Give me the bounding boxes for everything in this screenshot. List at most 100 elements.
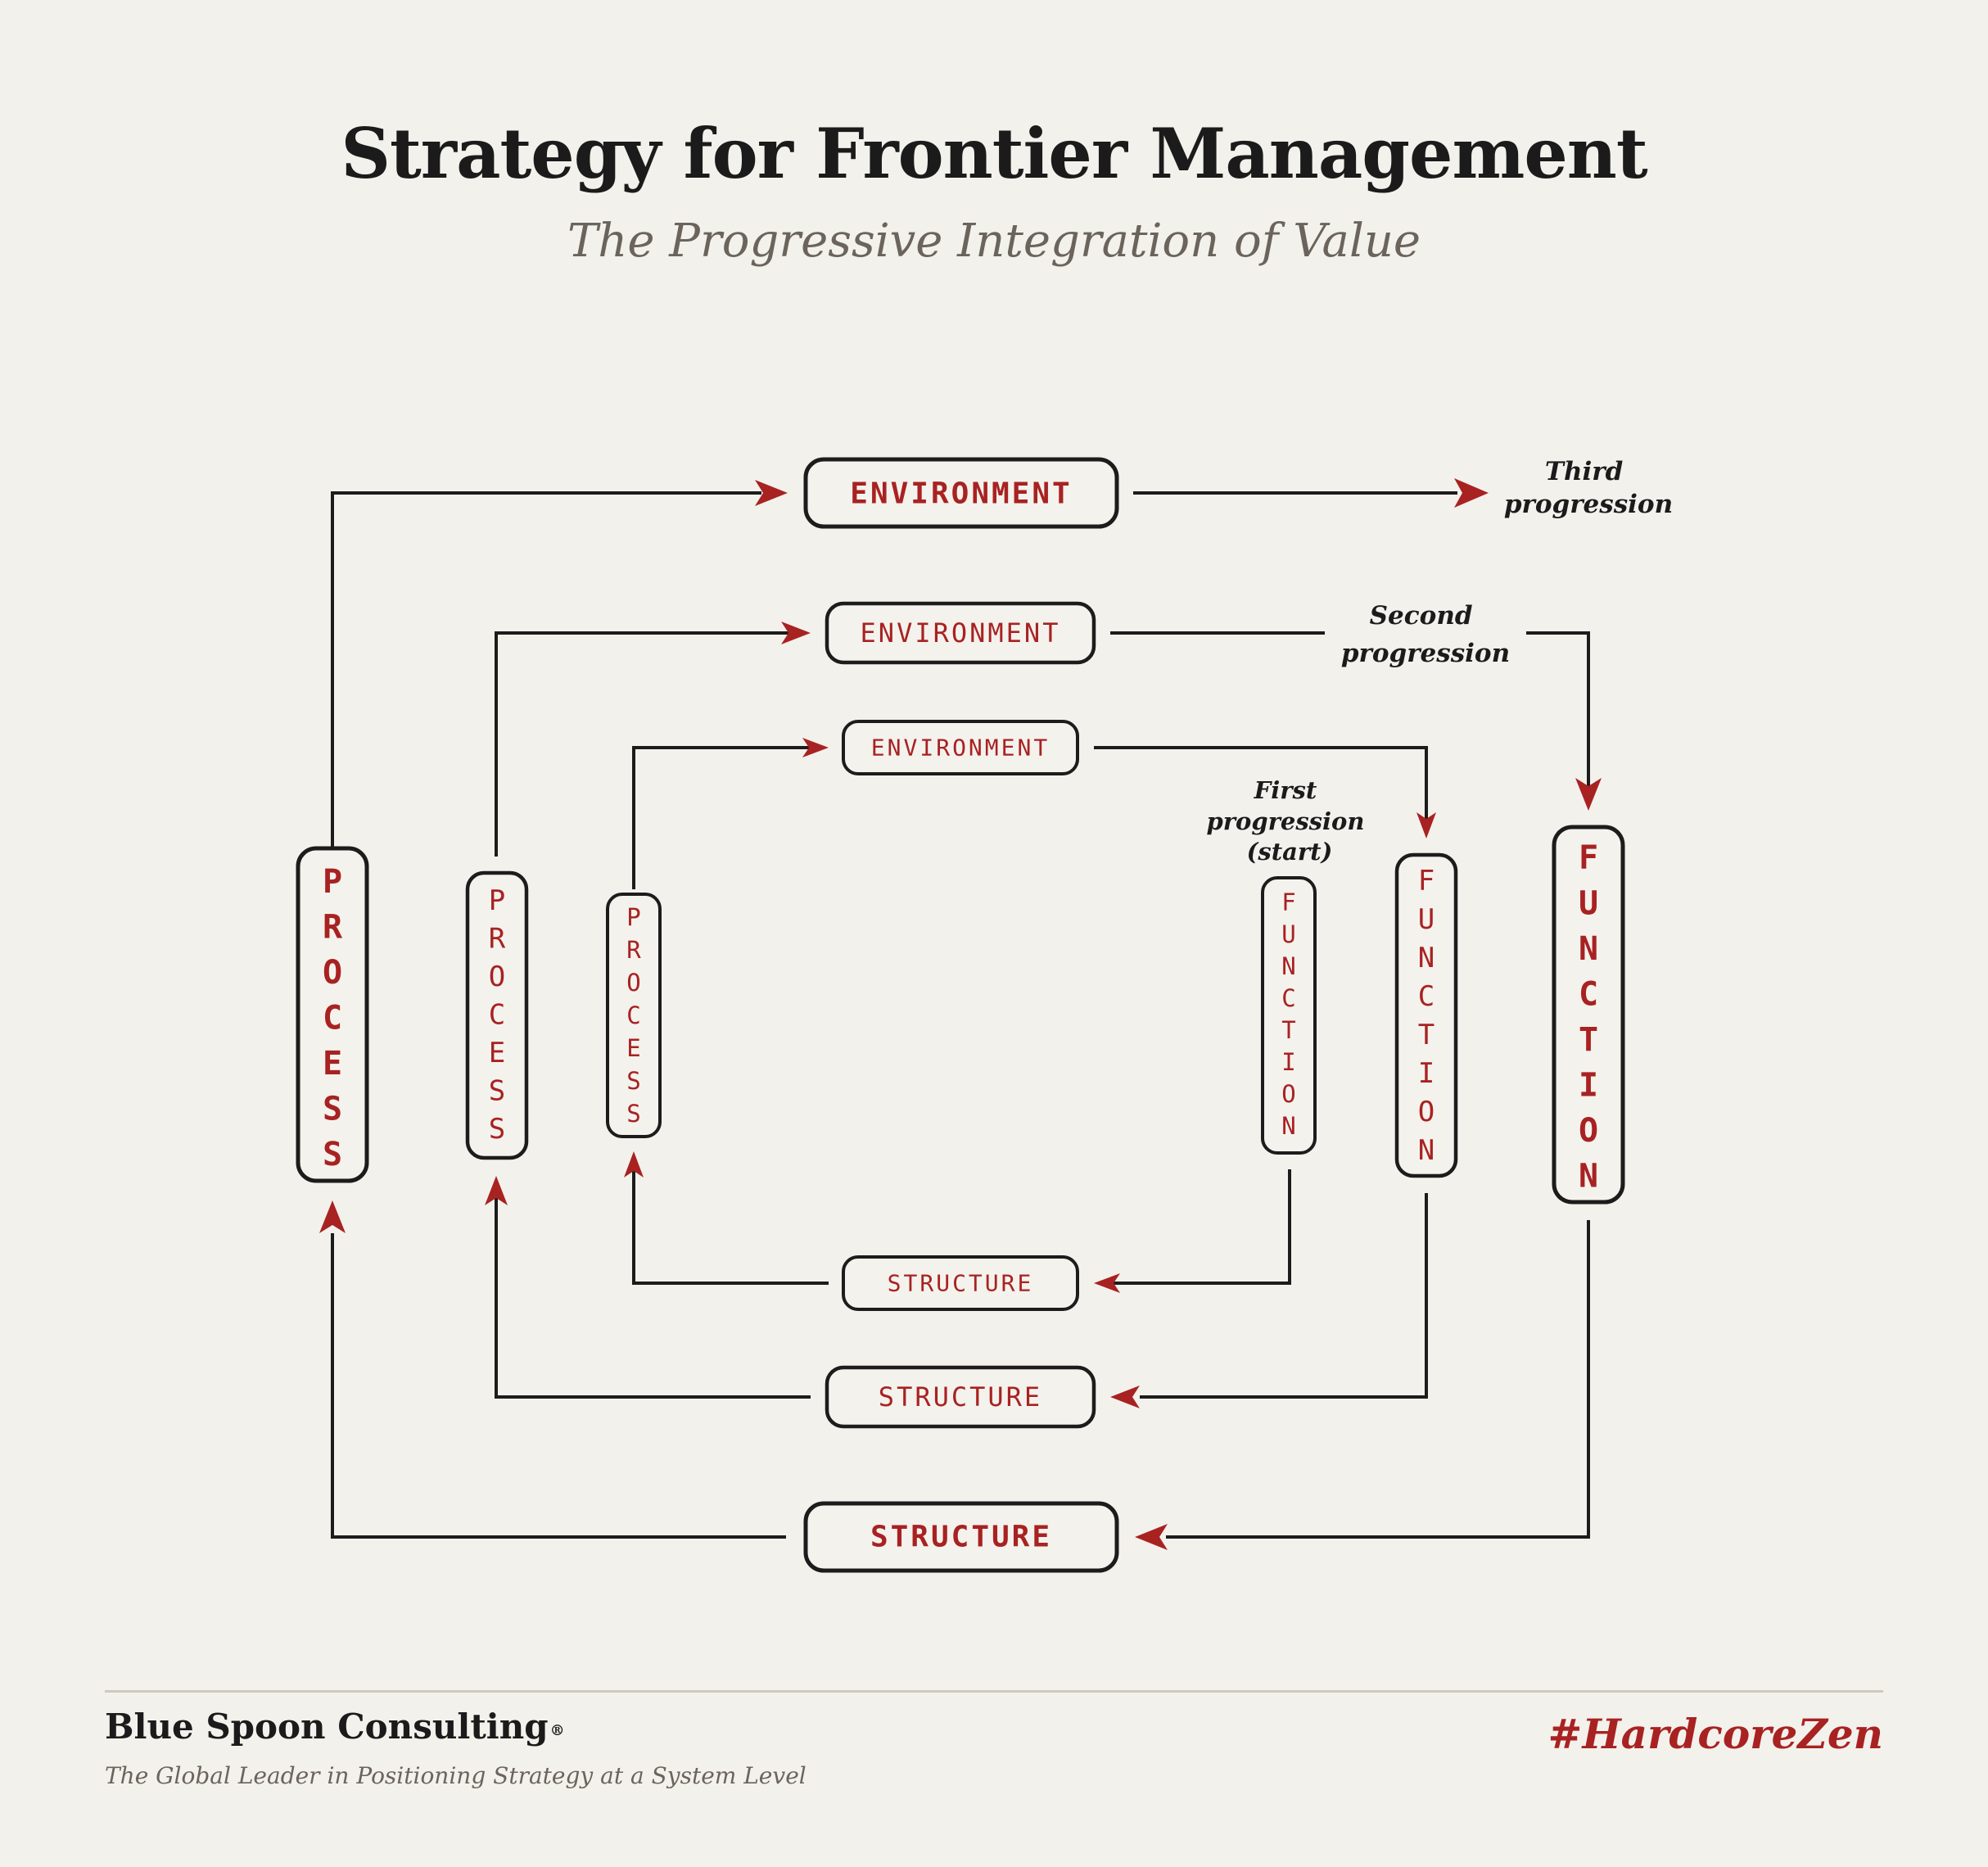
connector-inner-environment-function: [1094, 746, 1428, 820]
label-letter: C: [323, 1000, 342, 1037]
connector-middle-annotation-function: [1526, 631, 1590, 786]
brand-name: Blue Spoon Consulting®: [105, 1707, 565, 1747]
connector-middle-structure-process: [495, 1184, 811, 1399]
label-letter: F: [1579, 839, 1598, 877]
label-letter: U: [1281, 920, 1295, 948]
arrow-left-icon: [1135, 1524, 1168, 1550]
label-letter: I: [1579, 1067, 1598, 1105]
environment-box-outer: ENVIRONMENT: [803, 457, 1119, 529]
label-letter: I: [1281, 1048, 1295, 1076]
label-letter: S: [626, 1100, 640, 1128]
label-letter: F: [1418, 865, 1435, 897]
arrow-right-icon: [802, 738, 829, 757]
label-letter: R: [489, 923, 506, 956]
annotation-line: Third: [1545, 457, 1623, 486]
label-letter: R: [626, 936, 641, 964]
registered-mark: ®: [549, 1722, 565, 1739]
label-letter: C: [1418, 980, 1435, 1013]
footer-divider: [105, 1690, 1883, 1693]
connector-middle-process-environment: [495, 631, 802, 857]
page-title: Strategy for Frontier Management: [341, 113, 1647, 194]
arrow-down-icon: [1416, 812, 1436, 839]
label-letter: P: [323, 863, 342, 901]
annotation-line: (start): [1247, 838, 1333, 866]
arrow-up-icon: [485, 1176, 508, 1205]
connector-outer-function-structure: [1166, 1220, 1590, 1539]
annotation-line: First: [1254, 776, 1317, 804]
environment-label: ENVIRONMENT: [861, 617, 1061, 649]
label-letter: C: [1281, 984, 1295, 1012]
arrow-up-icon: [319, 1200, 346, 1233]
connector-inner-structure-process: [632, 1163, 829, 1285]
label-letter: S: [626, 1067, 640, 1095]
label-letter: O: [1418, 1096, 1435, 1128]
arrow-left-icon: [1094, 1273, 1120, 1293]
arrow-right-icon: [781, 622, 811, 644]
hashtag: #HardcoreZen: [1547, 1710, 1883, 1758]
structure-label: STRUCTURE: [879, 1381, 1042, 1413]
arrow-left-icon: [1110, 1386, 1140, 1408]
environment-label: ENVIRONMENT: [871, 735, 1050, 762]
page-subtitle: The Progressive Integration of Value: [567, 215, 1421, 268]
label-letter: S: [489, 1075, 505, 1108]
arrow-right-icon: [755, 480, 788, 506]
label-letter: E: [626, 1034, 640, 1062]
label-letter: N: [1579, 1158, 1598, 1196]
label-letter: N: [1418, 942, 1435, 974]
annotation-line: Second: [1370, 601, 1473, 631]
connector-inner-process-environment: [632, 746, 824, 889]
connector-middle-function-structure: [1140, 1193, 1428, 1399]
label-letter: T: [1579, 1021, 1598, 1059]
second-progression-annotation: Second progression: [1341, 601, 1510, 668]
arrow-up-icon: [624, 1151, 644, 1178]
structure-label: STRUCTURE: [870, 1521, 1052, 1554]
label-letter: C: [1579, 976, 1598, 1014]
label-letter: O: [489, 961, 505, 993]
label-letter: P: [626, 903, 640, 931]
annotation-line: progression: [1341, 639, 1510, 668]
label-letter: P: [489, 884, 505, 917]
label-letter: E: [489, 1037, 505, 1069]
label-letter: S: [489, 1113, 505, 1146]
arrow-down-icon: [1575, 778, 1602, 811]
structure-label: STRUCTURE: [888, 1270, 1034, 1297]
label-letter: N: [1418, 1134, 1435, 1167]
first-progression-annotation: First progression (start): [1206, 776, 1372, 866]
environment-box-middle: ENVIRONMENT: [825, 601, 1096, 665]
arrow-right-icon: [1454, 478, 1489, 508]
structure-box-outer: STRUCTURE: [803, 1501, 1119, 1573]
label-letter: U: [1579, 885, 1598, 923]
label-letter: O: [626, 969, 640, 997]
label-letter: N: [1281, 1112, 1295, 1140]
label-letter: O: [323, 954, 342, 992]
label-letter: F: [1281, 888, 1295, 916]
label-letter: N: [1281, 952, 1295, 980]
label-letter: S: [323, 1136, 342, 1173]
label-letter: R: [323, 909, 343, 947]
label-letter: O: [1579, 1112, 1598, 1150]
annotation-line: progression: [1206, 807, 1364, 835]
label-letter: T: [1418, 1019, 1435, 1051]
label-letter: U: [1418, 903, 1435, 936]
label-letter: E: [323, 1045, 342, 1083]
brand-name-text: Blue Spoon Consulting: [105, 1707, 549, 1747]
connector-inner-function-structure: [1114, 1169, 1291, 1285]
label-letter: N: [1579, 930, 1598, 968]
label-letter: C: [626, 1001, 640, 1029]
connector-outer-process-environment: [331, 491, 761, 848]
structure-box-inner: STRUCTURE: [842, 1255, 1079, 1311]
annotation-line: progression: [1504, 490, 1673, 519]
label-letter: I: [1418, 1057, 1435, 1090]
